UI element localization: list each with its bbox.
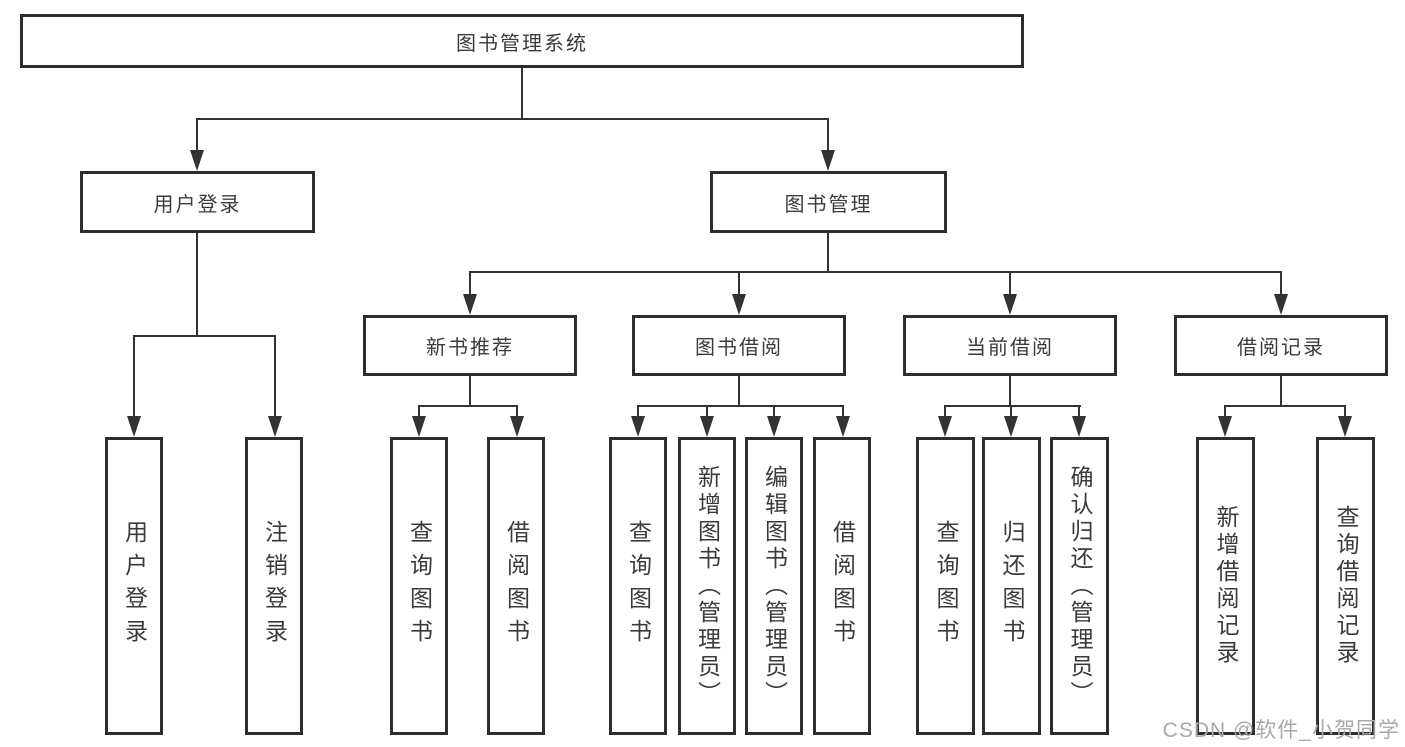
connector-line xyxy=(196,233,198,337)
csdn-watermark: CSDN @软件_小贺同学 xyxy=(1162,719,1400,742)
connector-line xyxy=(827,118,829,152)
connector-line xyxy=(1010,405,1012,418)
leaf-borrow-books-1-label: 借阅图书 xyxy=(503,520,530,652)
leaf-confirm-return-admin: 确认归还（管理员） xyxy=(1050,437,1109,735)
node-book-borrow: 图书借阅 xyxy=(632,315,846,376)
connector-line xyxy=(773,405,775,418)
arrow-down-icon xyxy=(1004,416,1018,437)
leaf-borrow-books-1: 借阅图书 xyxy=(487,437,545,735)
leaf-user-login-label: 用户登录 xyxy=(121,520,148,652)
connector-line xyxy=(1344,405,1346,418)
arrow-down-icon xyxy=(1218,416,1232,437)
connector-line xyxy=(418,405,420,418)
arrow-down-icon xyxy=(1274,294,1288,315)
node-book-management: 图书管理 xyxy=(710,171,947,233)
connector-line xyxy=(738,376,740,407)
leaf-confirm-return-admin-label: 确认归还（管理员） xyxy=(1067,464,1093,708)
arrow-down-icon xyxy=(1003,294,1017,315)
connector-line xyxy=(1009,376,1011,407)
connector-line xyxy=(516,405,518,418)
leaf-query-borrow-record: 查询借阅记录 xyxy=(1316,437,1375,735)
arrow-down-icon xyxy=(190,150,204,171)
connector-line xyxy=(418,405,518,407)
arrow-down-icon xyxy=(700,416,714,437)
leaf-query-books-2-label: 查询图书 xyxy=(625,520,652,652)
arrow-down-icon xyxy=(510,416,524,437)
connector-line xyxy=(469,271,471,296)
leaf-user-login: 用户登录 xyxy=(105,437,163,735)
connector-line xyxy=(944,405,1081,407)
arrow-down-icon xyxy=(631,416,645,437)
leaf-query-books-1: 查询图书 xyxy=(390,437,448,735)
connector-line xyxy=(827,233,829,273)
connector-line xyxy=(944,405,946,418)
node-user-login: 用户登录 xyxy=(80,171,315,233)
connector-line xyxy=(1224,405,1346,407)
connector-line xyxy=(637,405,639,418)
leaf-return-book-label: 归还图书 xyxy=(999,520,1025,652)
leaf-add-book-admin-label: 新增图书（管理员） xyxy=(694,464,721,708)
leaf-edit-book-admin: 编辑图书（管理员） xyxy=(745,437,803,735)
arrow-down-icon xyxy=(1072,416,1086,437)
connector-line xyxy=(469,376,471,407)
arrow-down-icon xyxy=(412,416,426,437)
connector-line xyxy=(738,271,740,296)
connector-line xyxy=(1224,405,1226,418)
leaf-query-books-3-label: 查询图书 xyxy=(933,520,959,652)
leaf-query-books-1-label: 查询图书 xyxy=(406,520,433,652)
connector-line xyxy=(637,405,844,407)
connector-line xyxy=(1280,271,1282,296)
connector-line xyxy=(469,271,1282,273)
arrow-down-icon xyxy=(127,416,141,437)
connector-line xyxy=(196,118,198,152)
connector-line xyxy=(706,405,708,418)
leaf-borrow-books-2-label: 借阅图书 xyxy=(829,520,856,652)
node-root-library-system: 图书管理系统 xyxy=(20,14,1024,68)
leaf-logout: 注销登录 xyxy=(245,437,303,735)
leaf-query-borrow-record-label: 查询借阅记录 xyxy=(1333,505,1359,667)
node-borrow-records: 借阅记录 xyxy=(1174,315,1388,376)
connector-line xyxy=(1078,405,1080,418)
arrow-down-icon xyxy=(938,416,952,437)
leaf-return-book: 归还图书 xyxy=(982,437,1041,735)
leaf-logout-label: 注销登录 xyxy=(261,520,288,652)
arrow-down-icon xyxy=(732,294,746,315)
connector-line xyxy=(842,405,844,418)
leaf-add-borrow-record-label: 新增借阅记录 xyxy=(1213,505,1239,667)
connector-line xyxy=(196,118,829,120)
leaf-query-books-3: 查询图书 xyxy=(916,437,975,735)
arrow-down-icon xyxy=(767,416,781,437)
arrow-down-icon xyxy=(821,150,835,171)
leaf-add-borrow-record: 新增借阅记录 xyxy=(1196,437,1255,735)
leaf-add-book-admin: 新增图书（管理员） xyxy=(678,437,736,735)
connector-line xyxy=(133,335,276,337)
connector-line xyxy=(521,68,523,118)
connector-line xyxy=(1009,271,1011,296)
connector-line xyxy=(274,335,276,417)
leaf-borrow-books-2: 借阅图书 xyxy=(813,437,871,735)
arrow-down-icon xyxy=(1338,416,1352,437)
leaf-query-books-2: 查询图书 xyxy=(609,437,667,735)
connector-line xyxy=(133,335,135,417)
node-current-borrow: 当前借阅 xyxy=(903,315,1117,376)
arrow-down-icon xyxy=(463,294,477,315)
arrow-down-icon xyxy=(836,416,850,437)
connector-line xyxy=(1280,376,1282,407)
node-new-book-recommend: 新书推荐 xyxy=(363,315,577,376)
arrow-down-icon xyxy=(268,416,282,437)
leaf-edit-book-admin-label: 编辑图书（管理员） xyxy=(761,464,788,708)
